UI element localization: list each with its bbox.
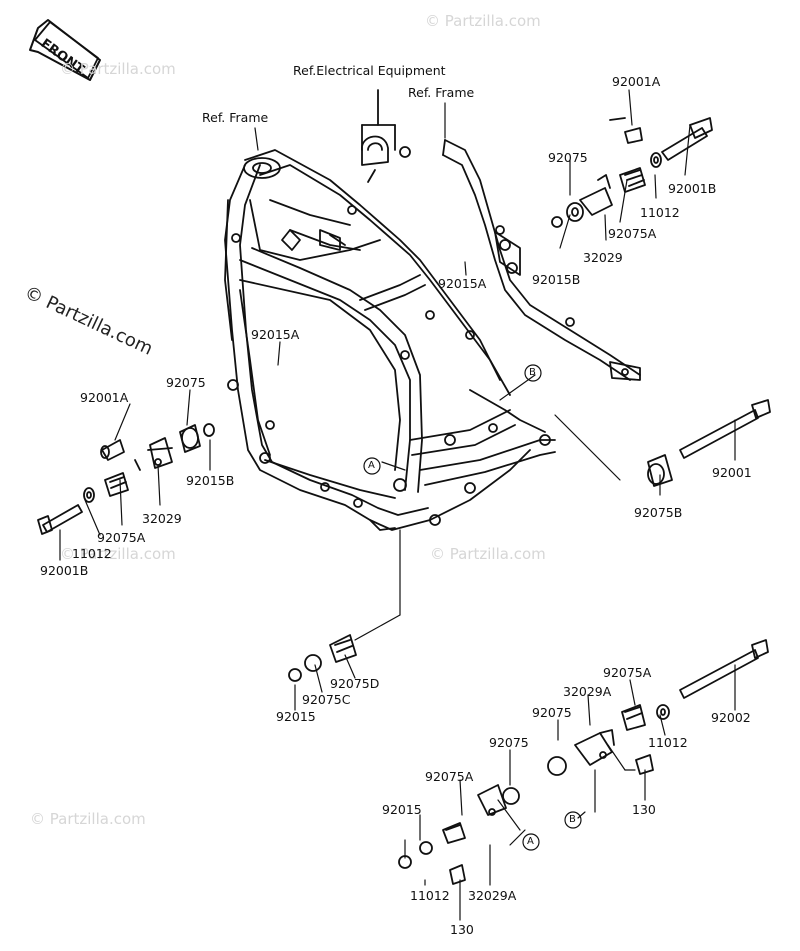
part-label: 11012 — [640, 205, 680, 220]
right-bolt-parts — [647, 399, 771, 487]
part-label: 92075A — [97, 530, 146, 545]
part-label: 92075 — [166, 375, 206, 390]
part-label: 92075D — [330, 676, 380, 691]
part-label: 92015 — [276, 709, 316, 724]
part-label: 92075B — [634, 505, 683, 520]
part-label: 92075 — [489, 735, 529, 750]
part-label: 130 — [632, 802, 656, 817]
leader-lines — [59, 89, 736, 921]
ref-frame-right-label: Ref. Frame — [408, 85, 475, 100]
part-label: 92075C — [302, 692, 351, 707]
part-label: 92075 — [532, 705, 572, 720]
part-label: 32029 — [583, 250, 623, 265]
part-label: 92001B — [40, 563, 89, 578]
part-label: 32029 — [142, 511, 182, 526]
part-label: 92015B — [186, 473, 235, 488]
part-label: 92002 — [711, 710, 751, 725]
part-label: 92001A — [80, 390, 129, 405]
main-frame-outline — [224, 149, 556, 531]
electrical-clamp-outline — [361, 89, 411, 183]
part-label: 32029A — [563, 684, 612, 699]
left-parts — [37, 423, 215, 535]
part-label: 11012 — [648, 735, 688, 750]
rear-subframe-outline — [442, 139, 641, 381]
part-label: 92075 — [548, 150, 588, 165]
marker-a-circle — [363, 457, 381, 475]
marker-b2-circle — [564, 811, 582, 829]
part-label: 92015A — [438, 276, 487, 291]
watermark-3: © Partzilla.com — [60, 545, 176, 563]
part-label: 92075A — [608, 226, 657, 241]
part-label: 32029A — [468, 888, 517, 903]
part-label: 92015 — [382, 802, 422, 817]
upper-right-parts — [551, 117, 713, 228]
lower-right-parts — [398, 639, 769, 885]
front-arrow-icon — [29, 19, 101, 81]
part-label: 92001B — [668, 181, 717, 196]
marker-b-circle — [524, 364, 542, 382]
marker-b2: B — [569, 814, 576, 825]
part-label: 11012 — [410, 888, 450, 903]
marker-b: B — [529, 367, 536, 378]
part-label: 92075A — [425, 769, 474, 784]
watermark-5: © Partzilla.com — [30, 810, 146, 828]
marker-a: A — [368, 460, 375, 471]
watermark-4: © Partzilla.com — [430, 545, 546, 563]
ref-electrical-label: Ref.Electrical Equipment — [293, 63, 446, 78]
lower-middle-parts — [288, 634, 357, 682]
watermark-2: © Partzilla.com — [425, 12, 541, 30]
part-label: 92075A — [603, 665, 652, 680]
marker-a2: A — [527, 836, 534, 847]
marker-a2-circle — [522, 833, 540, 851]
part-label: 92001A — [612, 74, 661, 89]
part-label: 92001 — [712, 465, 752, 480]
watermark-1: © Partzilla.com — [60, 60, 176, 78]
part-label: 11012 — [72, 546, 112, 561]
part-label: 92015B — [532, 272, 581, 287]
ref-frame-left-label: Ref. Frame — [202, 110, 269, 125]
part-label: 92015A — [251, 327, 300, 342]
part-label: 130 — [450, 922, 474, 937]
